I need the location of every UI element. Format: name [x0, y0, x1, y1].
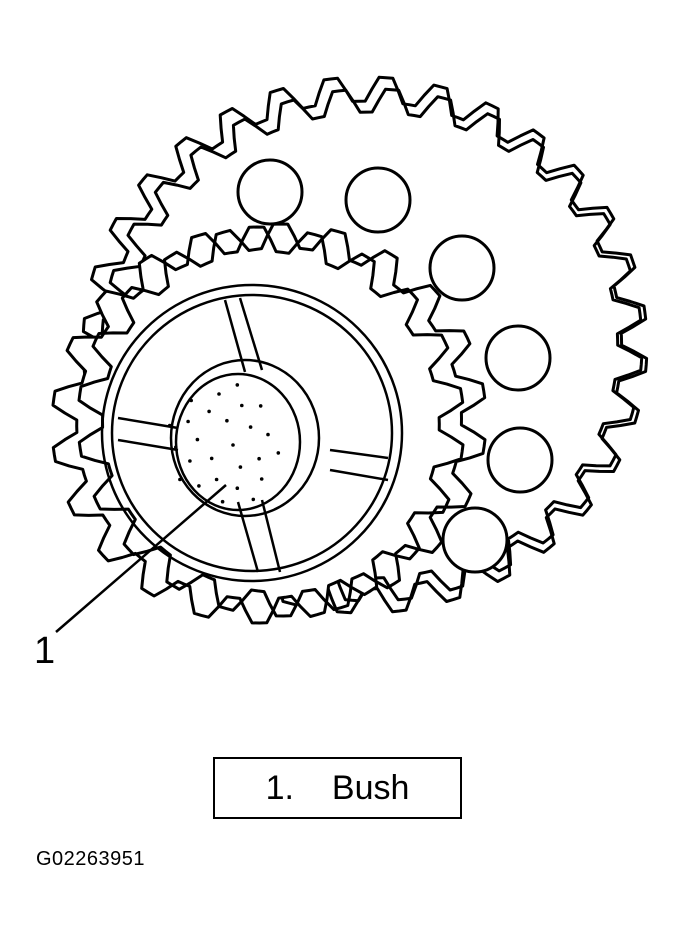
hole-2 [344, 166, 412, 234]
bush-pore-14 [266, 432, 270, 437]
bush-pore-25 [251, 497, 256, 502]
bush-pore-22 [276, 451, 281, 455]
hub-slot-line-3 [117, 416, 179, 430]
hub-slot-line-5 [329, 448, 389, 460]
hole-1 [236, 158, 304, 226]
hub-slot-line-7 [236, 501, 260, 573]
bush-pore-21 [189, 398, 193, 403]
hole-6 [441, 506, 509, 574]
bush-pore-1 [231, 443, 235, 447]
small-sprocket-outline [51, 225, 465, 625]
hub-slot-line-6 [329, 468, 389, 482]
small-sprocket [51, 222, 487, 625]
bush-pore-11 [240, 403, 244, 408]
hole-5 [486, 426, 554, 494]
bush-pore-23 [178, 477, 182, 482]
callout-number-1: 1 [34, 630, 56, 672]
bush-pore-13 [186, 419, 190, 424]
bush-pore-9 [257, 456, 261, 461]
figure-id: G02263951 [36, 848, 146, 870]
large-sprocket-outline [81, 75, 649, 615]
bush-pore-7 [214, 477, 219, 482]
bush-pore-5 [195, 437, 200, 442]
legend-box: 1. Bush [213, 757, 462, 819]
hub-slot-line-4 [117, 438, 179, 452]
bush-pore-16 [217, 392, 221, 396]
bush-pore-20 [220, 499, 225, 504]
hole-3 [428, 234, 496, 302]
bush-outer [169, 358, 321, 518]
bush-pore-18 [174, 445, 178, 450]
bush-pore-24 [235, 383, 240, 387]
bush-pore-8 [207, 409, 211, 414]
hub-slot-line-2 [238, 297, 264, 371]
bush-pore-2 [209, 456, 214, 461]
bush-pore-3 [225, 418, 229, 423]
bush-pore-4 [238, 465, 243, 469]
bush-inner [174, 372, 302, 512]
bush-pore-19 [258, 404, 263, 408]
small-sprocket-back-outline [77, 222, 487, 618]
hole-4 [484, 324, 552, 392]
bush-pore-26 [167, 423, 172, 428]
bush-pore-6 [248, 425, 253, 429]
bush-pore-17 [259, 477, 264, 481]
bush-pore-10 [188, 459, 192, 463]
leader-line [55, 484, 227, 633]
hub-inner-rim [110, 293, 394, 573]
bush-pore-15 [197, 484, 201, 488]
sprocket-holes [236, 158, 554, 574]
bush [167, 358, 321, 518]
hub-outer-rim [100, 283, 404, 583]
legend-label: Bush [331, 768, 410, 807]
bush-pore-12 [235, 486, 240, 491]
legend-number: 1. [265, 768, 294, 807]
